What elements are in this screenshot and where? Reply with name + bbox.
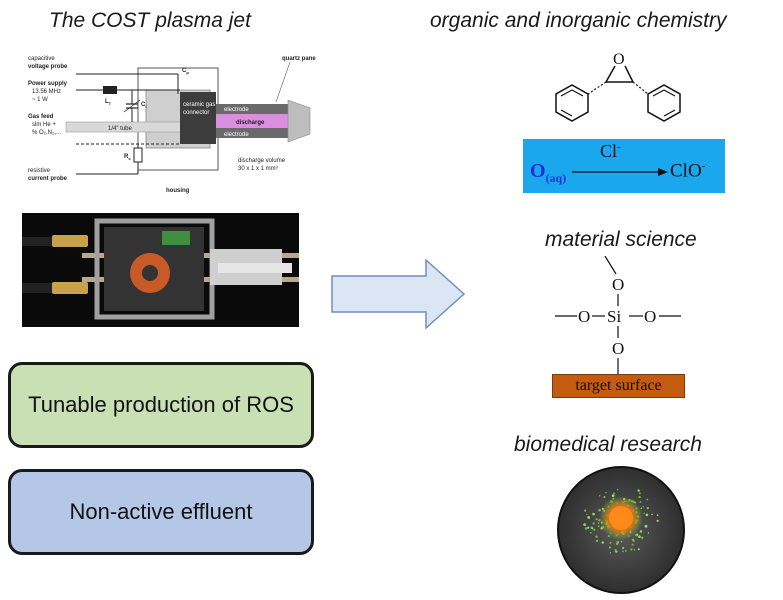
- plasma-jet-schematic: capacitive voltage probe Power supply 13…: [28, 56, 316, 194]
- non-active-effluent-box: Non-active effluent: [8, 469, 314, 555]
- label-quartz-pane: quartz pane: [282, 56, 316, 62]
- plasma-jet-title: The COST plasma jet: [49, 9, 251, 32]
- electrode-top: [216, 104, 288, 114]
- reaction-reactant: O(aq): [530, 160, 567, 185]
- label-resistive: resistive: [28, 168, 51, 174]
- label-gas-mix: % O₂,N₂,...: [32, 130, 61, 136]
- label-housing: housing: [166, 188, 190, 194]
- discharge-region: [216, 114, 288, 128]
- ceramic-connector: [180, 92, 216, 144]
- chlorine-reaction-box: [523, 139, 725, 193]
- siloxane-o-top: O: [612, 275, 624, 294]
- siloxane-o-bottom: O: [612, 339, 624, 358]
- label-ceramic-1: ceramic gas: [183, 102, 215, 108]
- label-lt: LT: [105, 99, 112, 106]
- label-discharge-volume: discharge volume: [238, 158, 286, 164]
- organic-chemistry-title: organic and inorganic chemistry: [430, 9, 727, 32]
- reaction-reagent: Cl-: [600, 141, 621, 161]
- cell-culture-dish: [557, 466, 685, 594]
- label-gas-he: slm He +: [32, 122, 56, 128]
- ros-production-box: Tunable production of ROS: [8, 362, 314, 448]
- label-ct: Ct: [141, 102, 147, 109]
- label-capacitive: capacitive: [28, 56, 55, 62]
- electrode-bottom: [216, 128, 288, 138]
- epoxide-oxygen: O: [613, 51, 625, 68]
- ros-production-label: Tunable production of ROS: [28, 392, 294, 417]
- inductor-lt: [103, 86, 117, 94]
- label-discharge-dims: 30 x 1 x 1 mm³: [238, 166, 278, 172]
- siloxane-si: Si: [607, 307, 621, 326]
- siloxane-o-left: O: [578, 307, 590, 326]
- siloxane-o-right: O: [644, 307, 656, 326]
- label-power-freq: 13.56 MHz: [32, 89, 61, 95]
- reaction-product: ClO-: [670, 160, 706, 182]
- label-current-probe: current probe: [28, 176, 68, 182]
- label-power-watt: ~ 1 W: [32, 97, 48, 103]
- plasma-jet-photo: [22, 213, 299, 327]
- non-active-effluent-label: Non-active effluent: [69, 499, 253, 524]
- label-cp: Cp: [182, 68, 189, 75]
- label-electrode-top: electrode: [224, 107, 249, 113]
- epoxide-structure: O: [555, 51, 681, 122]
- label-ceramic-2: connector: [183, 110, 209, 116]
- label-voltage-probe: voltage probe: [28, 64, 68, 70]
- label-tube: 1/4" tube: [108, 126, 132, 132]
- target-surface: target surface: [552, 374, 685, 398]
- target-surface-label: target surface: [575, 377, 662, 394]
- label-power-supply: Power supply: [28, 81, 68, 87]
- resistor-rs: [133, 147, 143, 163]
- right-arrow: [331, 258, 466, 330]
- label-gas-feed: Gas feed: [28, 114, 54, 120]
- material-science-title: material science: [545, 228, 697, 251]
- reaction-arrow: [572, 168, 668, 176]
- nozzle: [287, 99, 311, 143]
- biomedical-research-title: biomedical research: [514, 433, 702, 456]
- label-discharge: discharge: [236, 120, 265, 126]
- label-electrode-bottom: electrode: [224, 132, 249, 138]
- label-rs: Rs: [124, 154, 131, 161]
- siloxane-structure: O O Si O O: [555, 256, 681, 374]
